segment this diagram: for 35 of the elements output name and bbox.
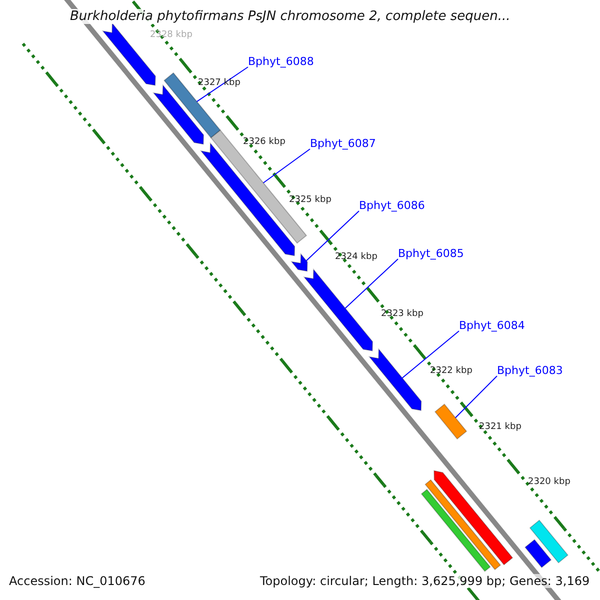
leader-line [196,66,248,102]
gene-bar [420,488,491,572]
scale-label: 2327 kbp [198,78,240,88]
gene-label: Bphyt_6086 [359,199,425,212]
scale-label: 2326 kbp [243,137,286,147]
scale-label: 2321 kbp [479,422,522,432]
leader-line [454,376,498,418]
gene-bar [424,479,502,570]
scale-label: 2325 kbp [289,195,332,205]
scale-label: 2322 kbp [430,366,472,376]
scale-label: 2320 kbp [528,477,570,487]
gene-bar [529,520,568,564]
scale-label: 2323 kbp [381,309,424,319]
gene-bar [164,72,221,138]
gene-label: Bphyt_6084 [459,319,525,332]
leader-line [262,148,310,184]
leader-line [344,258,398,309]
gene-block [434,470,514,566]
gene-block [152,84,204,145]
gene-bar [524,539,552,568]
gene-block [290,252,308,272]
gene-block [368,348,422,411]
gene-block [303,268,373,352]
title: Burkholderia phytofirmans PsJN chromosome 2, complete sequen... [70,9,510,24]
gene-label: Bphyt_6083 [497,364,563,377]
footer-text: Accession: NC_010676 [9,574,146,588]
scale-label: 2328 kbp [150,30,192,40]
leader-line [306,210,360,262]
leader-line [402,330,460,378]
gene-bar [434,404,468,440]
gene-label: Bphyt_6088 [248,55,314,68]
gene-label: Bphyt_6087 [310,137,376,150]
scale-label: 2324 kbp [335,252,378,262]
gene-label: Bphyt_6085 [398,247,464,260]
footer-text: Topology: circular; Length: 3,625,999 bp; Genes: 3,169 [260,574,590,588]
